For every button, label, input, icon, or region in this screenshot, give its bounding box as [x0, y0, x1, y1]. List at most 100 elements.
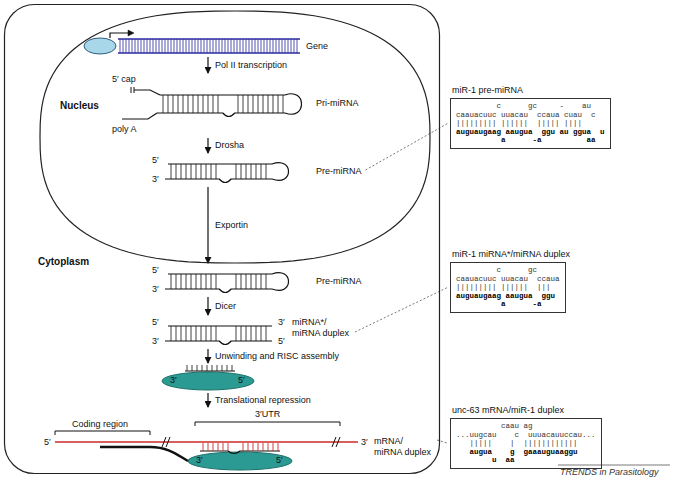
base-pair: [256, 274, 257, 289]
process-arrow: [207, 297, 208, 315]
sequence-box: miR-1 miRNA*/miRNA duplex c gccaauacuuc …: [450, 262, 566, 313]
base-pair: [263, 443, 264, 451]
dna-base-pair: [144, 39, 145, 53]
dna-base-pair: [192, 39, 193, 53]
base: [202, 365, 203, 371]
base-pair: [228, 443, 229, 451]
node-label: miRNA*/ miRNA duplex: [292, 317, 351, 339]
base-pair: [211, 274, 212, 289]
base-pair: [181, 164, 182, 179]
dna-base-pair: [255, 39, 256, 53]
base-pair: [236, 274, 237, 289]
dna-base-pair: [264, 39, 265, 53]
sequence-line: ||||||||| |||||| ||||| ||||: [456, 119, 605, 128]
dna-base-pair: [234, 39, 235, 53]
base-pair: [206, 326, 207, 341]
base-pair: [246, 326, 247, 341]
step-label: Unwinding and RISC assembly: [215, 351, 339, 362]
dna-base-pair: [147, 39, 148, 53]
dna-base-pair: [138, 39, 139, 53]
risc: [162, 372, 254, 390]
base-pair: [266, 326, 267, 341]
break-mark: [162, 437, 166, 447]
dna-base-pair: [132, 39, 133, 53]
base-pair: [203, 95, 204, 113]
rna-strand: [165, 179, 272, 183]
base-pair: [173, 95, 174, 113]
base-pair: [163, 95, 164, 113]
base-pair: [256, 326, 257, 341]
rna-strand: [165, 341, 272, 345]
mirna-strand: [200, 451, 280, 454]
base-pair: [261, 274, 262, 289]
pre-mirna: 5′3′Pre-miRNA: [150, 154, 364, 186]
dna-base-pair: [141, 39, 142, 53]
dna-base-pair: [279, 39, 280, 53]
base-pair: [176, 274, 177, 289]
dna-base-pair: [171, 39, 172, 53]
sequence-line: caauacuuc uuacau ccaua: [456, 275, 560, 284]
node-label: 3′: [170, 375, 177, 386]
node-label: mRNA/ miRNA duplex: [374, 436, 433, 458]
dna-base-pair: [195, 39, 196, 53]
base-pair: [188, 95, 189, 113]
process-arrow: [207, 349, 208, 363]
node-label: 5′: [44, 437, 51, 448]
dna-base-pair: [150, 39, 151, 53]
base-pair: [171, 274, 172, 289]
dna-base-pair: [228, 39, 229, 53]
dna-base-pair: [186, 39, 187, 53]
base-pair: [208, 443, 209, 451]
step-label: Translational repression: [215, 395, 311, 406]
dna-base-pair: [216, 39, 217, 53]
dna-base-pair: [162, 39, 163, 53]
dna-base-pair: [120, 39, 121, 53]
step-label: Exportin: [215, 220, 248, 231]
base-pair: [273, 443, 274, 451]
dna-base-pair: [252, 39, 253, 53]
leader-line: [437, 440, 448, 443]
base: [212, 365, 213, 371]
node-label: 3′: [361, 437, 368, 448]
dna-base-pair: [276, 39, 277, 53]
base-pair: [183, 95, 184, 113]
node-drawing: [162, 365, 254, 390]
base-pair: [186, 164, 187, 179]
base: [217, 365, 218, 371]
transcription-start-head: [128, 30, 134, 36]
rna-strand: [165, 289, 272, 293]
node-drawing: [55, 422, 358, 470]
base-pair: [191, 326, 192, 341]
dna-base-pair: [135, 39, 136, 53]
base-pair: [191, 274, 192, 289]
break-mark: [336, 437, 340, 447]
node-label: 3′UTR: [255, 409, 280, 420]
repression-link: [100, 447, 188, 461]
base-pair: [201, 326, 202, 341]
pre-mirna: 5′3′Pre-miRNA: [150, 264, 364, 296]
dna-base-pair: [126, 39, 127, 53]
base-pair: [283, 95, 284, 113]
base-pair: [251, 326, 252, 341]
base-pair: [178, 95, 179, 113]
hairpin-loop: [285, 94, 302, 114]
base-pair: [168, 95, 169, 113]
dna-base-pair: [183, 39, 184, 53]
step-label: Drosha: [215, 140, 244, 151]
sequence-line: augua g gaaauguaaggu: [456, 448, 596, 457]
dna-base-pair: [189, 39, 190, 53]
cell-membrane: [5, 5, 440, 474]
sequence-line: a -a aa: [456, 136, 605, 145]
base-pair: [258, 443, 259, 451]
dna-base-pair: [240, 39, 241, 53]
base-pair: [278, 95, 279, 113]
base-pair: [241, 326, 242, 341]
cap-mark: [131, 87, 132, 93]
dna-base-pair: [294, 39, 295, 53]
base: [227, 365, 228, 371]
base-pair: [181, 274, 182, 289]
base-pair: [216, 164, 217, 179]
node-label: Cytoplasm: [38, 256, 89, 268]
dna-base-pair: [204, 39, 205, 53]
